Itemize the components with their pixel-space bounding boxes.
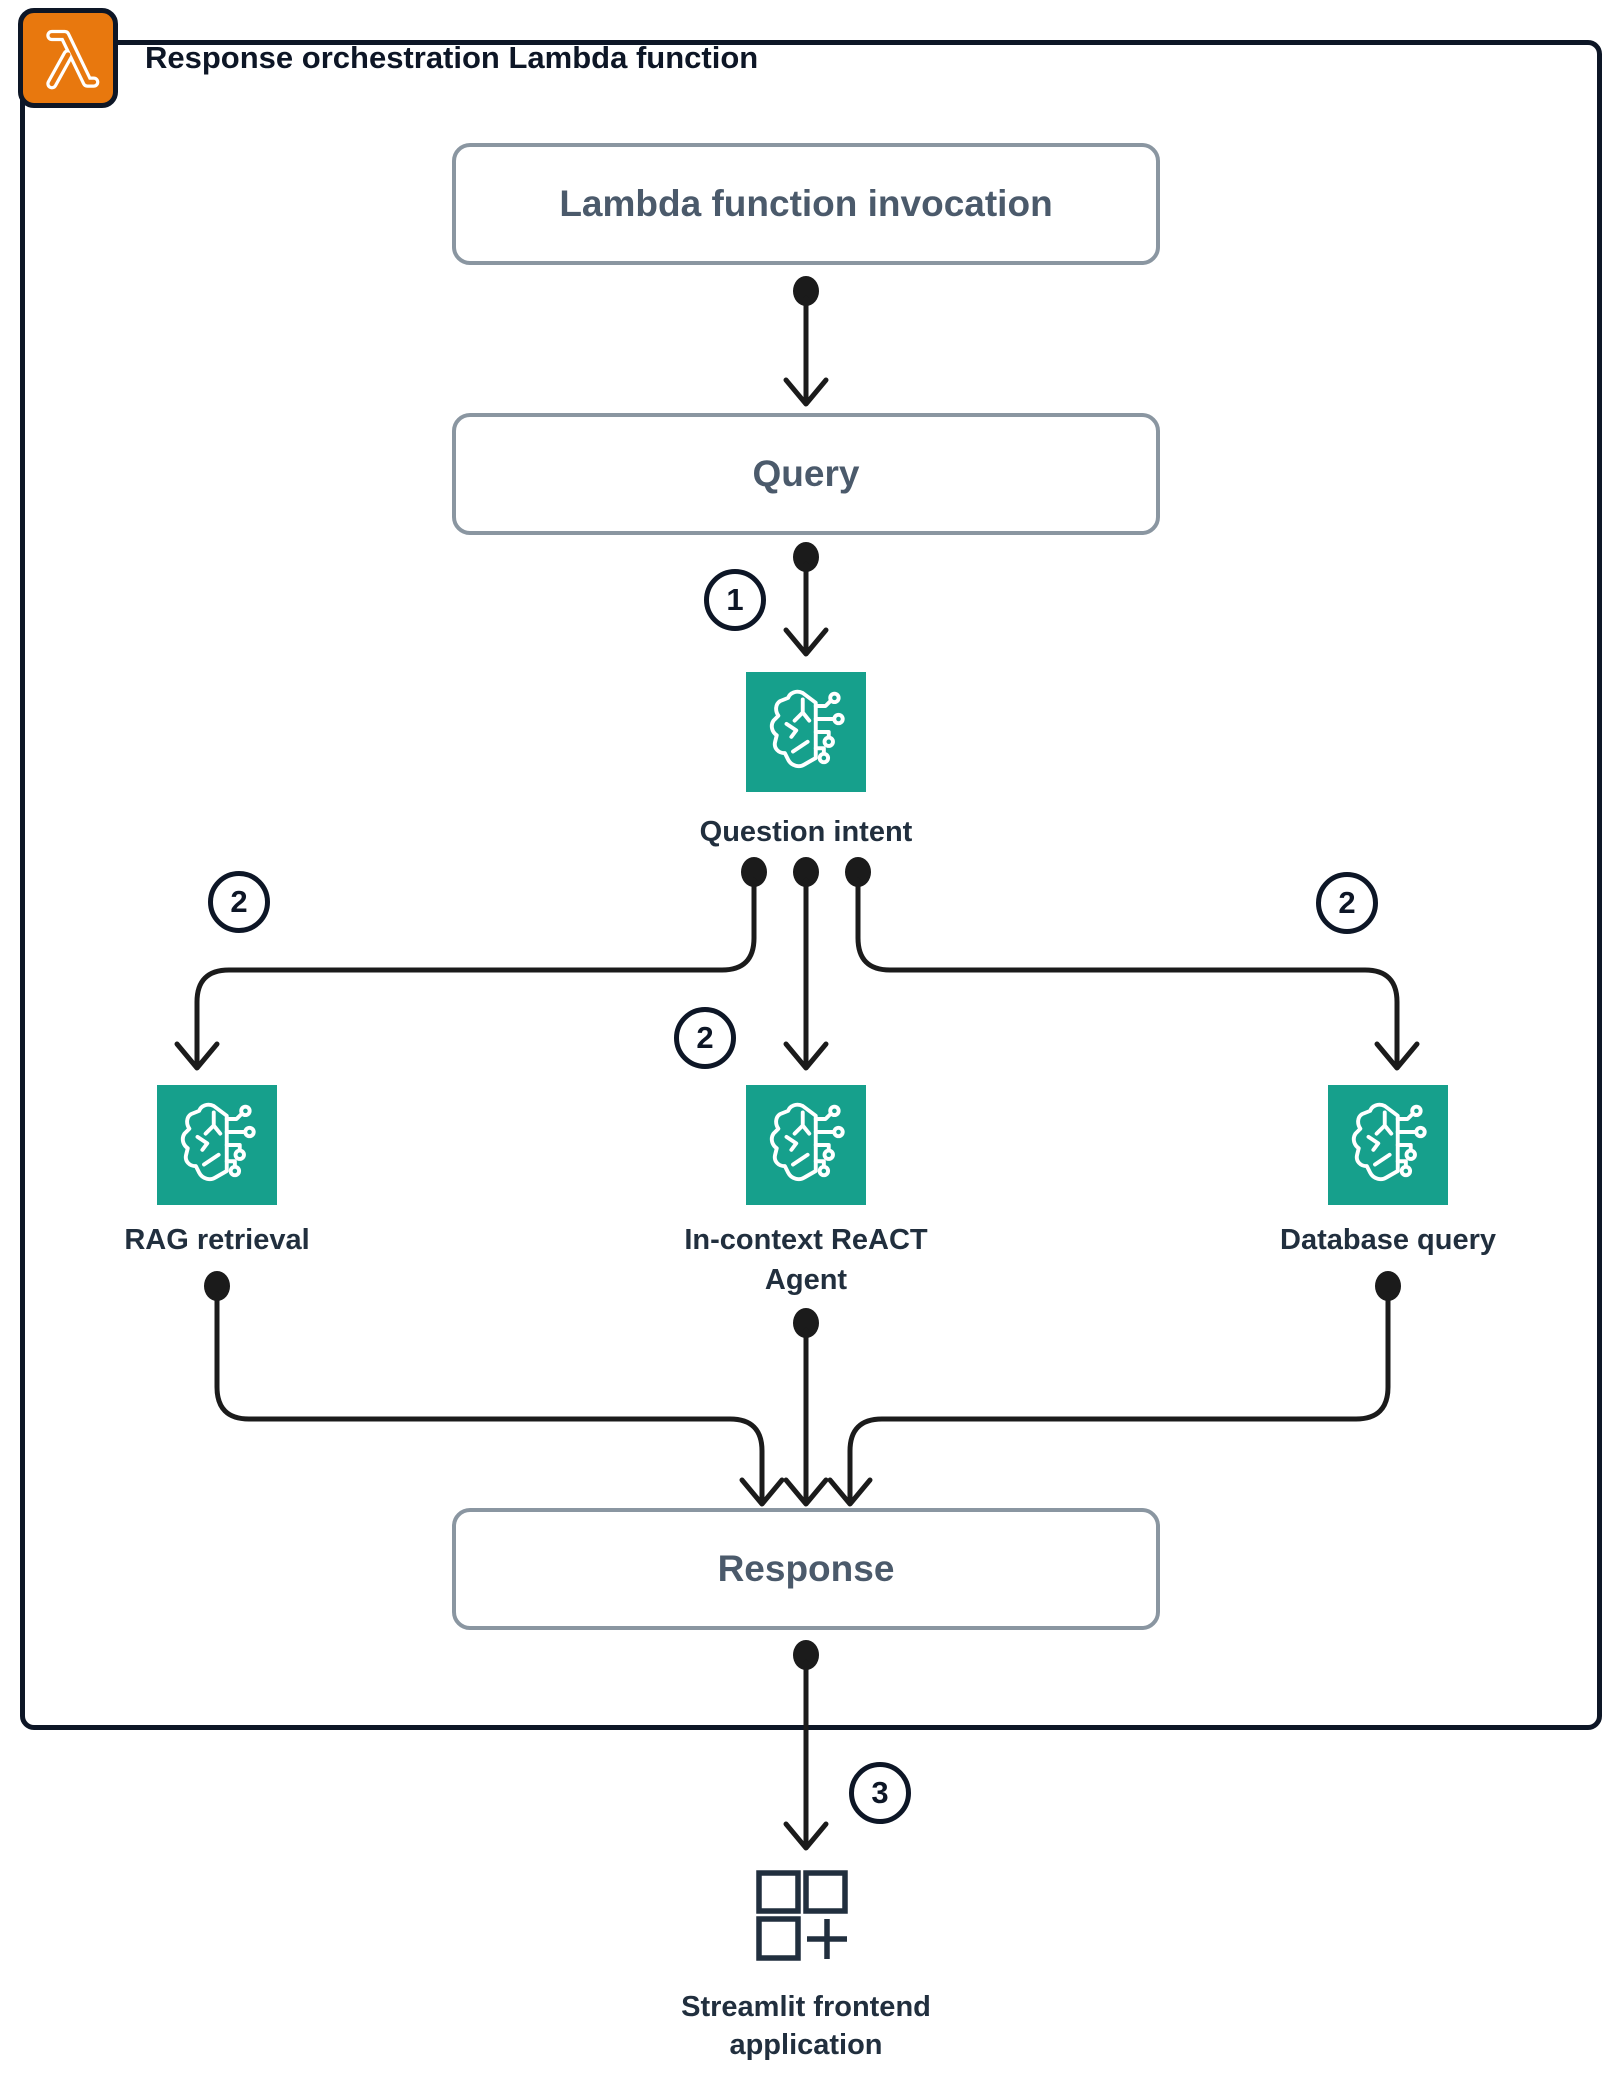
ml-brain-circuit-icon: [180, 1102, 256, 1182]
ml-brain-circuit-icon: [1351, 1102, 1427, 1182]
lambda-function-group-frame: [20, 40, 1602, 1730]
ml-brain-circuit-icon: [769, 689, 845, 769]
node-lambda-invocation: Lambda function invocation: [452, 143, 1160, 265]
app-grid-plus-icon: [756, 1870, 848, 1961]
node-query: Query: [452, 413, 1160, 535]
database-query-label: Database query: [1280, 1224, 1496, 1256]
node-lambda-invocation-label: Lambda function invocation: [559, 183, 1053, 224]
step-badge-2-left: 2: [208, 871, 270, 933]
lambda-service-badge: [18, 8, 118, 108]
node-response-label: Response: [717, 1548, 895, 1589]
group-title: Response orchestration Lambda function: [145, 40, 759, 75]
lambda-icon: [46, 29, 100, 90]
node-query-label: Query: [752, 453, 860, 494]
rag-retrieval-tile: [157, 1085, 277, 1205]
node-response: Response: [452, 1508, 1160, 1630]
rag-retrieval-label: RAG retrieval: [124, 1224, 310, 1256]
database-query-tile: [1328, 1085, 1448, 1205]
ml-brain-circuit-icon: [769, 1102, 845, 1182]
step-badge-3: 3: [849, 1762, 911, 1824]
react-agent-label: In-context ReACT Agent: [684, 1224, 928, 1296]
step-badge-2-right: 2: [1316, 872, 1378, 934]
step-badge-2-middle: 2: [674, 1007, 736, 1069]
react-agent-tile: [746, 1085, 866, 1205]
streamlit-frontend-label: Streamlit frontend application: [681, 1991, 931, 2061]
question-intent-label: Question intent: [699, 816, 913, 848]
step-badge-1: 1: [704, 569, 766, 631]
question-intent-tile: [746, 672, 866, 792]
